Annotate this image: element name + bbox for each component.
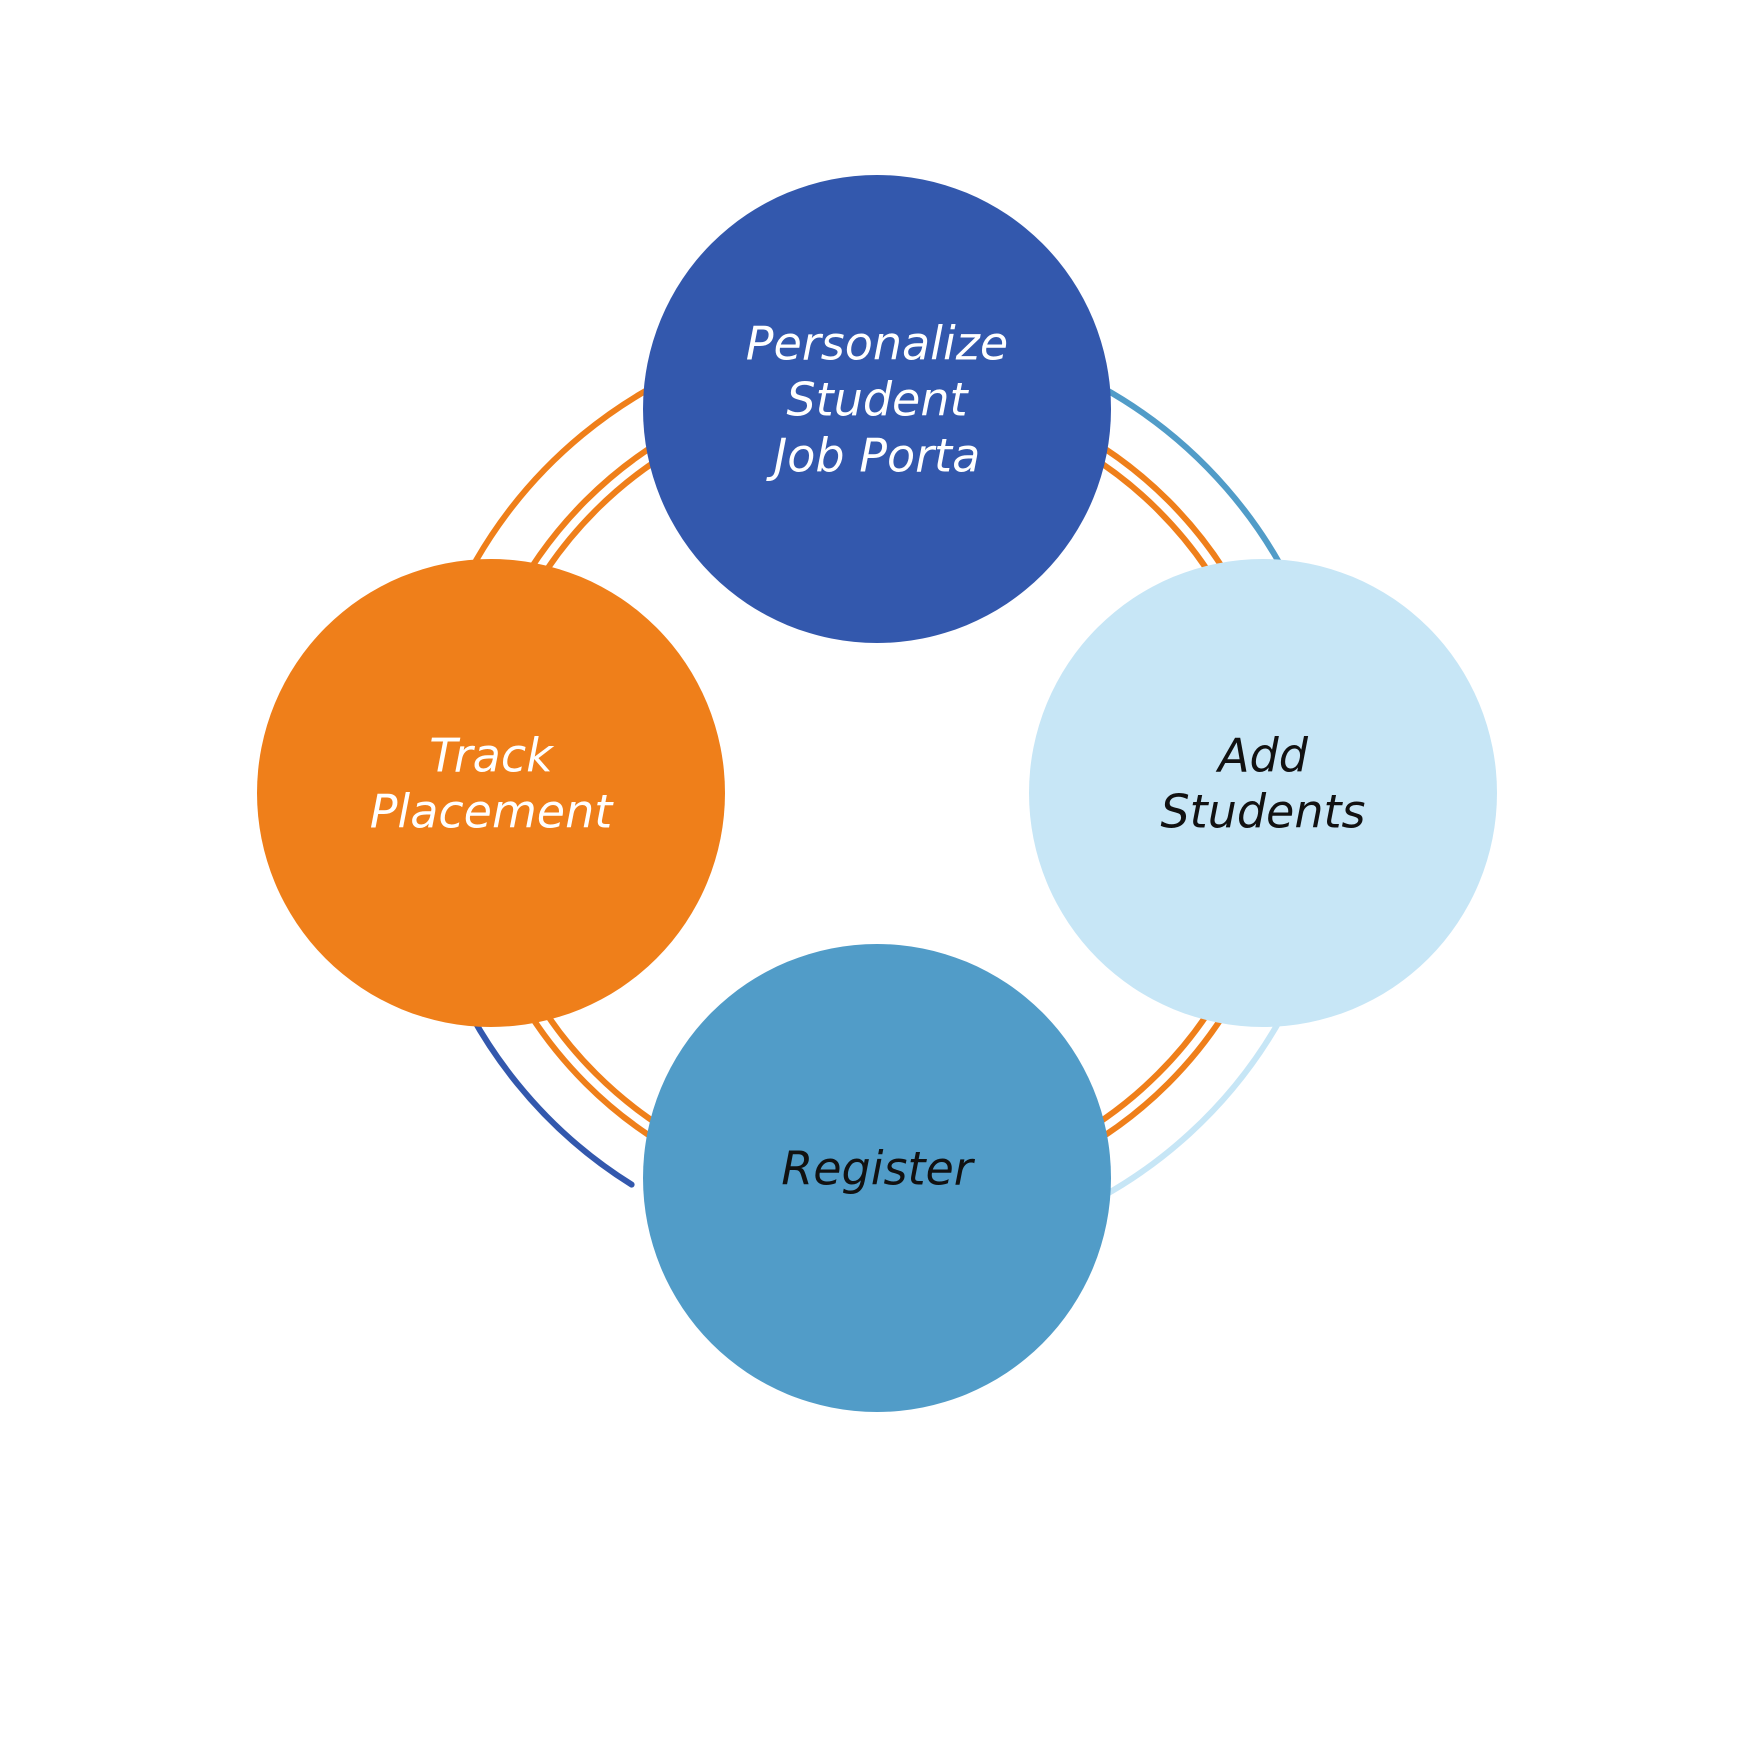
- node-track-placement-circle: [257, 559, 725, 1027]
- node-add-students-label-line-2: Students: [1160, 785, 1365, 839]
- node-personalize-student-job-porta-label-line-2: Student: [786, 373, 969, 427]
- node-add-students-label-line-1: Add: [1215, 729, 1309, 783]
- node-register-label-line-1: Register: [781, 1142, 976, 1196]
- node-register: Register: [643, 944, 1111, 1412]
- node-personalize-student-job-porta-label-line-3: Job Porta: [766, 429, 981, 483]
- node-track-placement-label-line-1: Track: [429, 729, 555, 783]
- node-track-placement-label-line-2: Placement: [370, 785, 615, 839]
- node-add-students-circle: [1029, 559, 1497, 1027]
- node-personalize-student-job-porta-circle: [643, 175, 1111, 643]
- node-personalize-student-job-porta-label-line-1: Personalize: [746, 317, 1008, 371]
- node-register-circle: [643, 944, 1111, 1412]
